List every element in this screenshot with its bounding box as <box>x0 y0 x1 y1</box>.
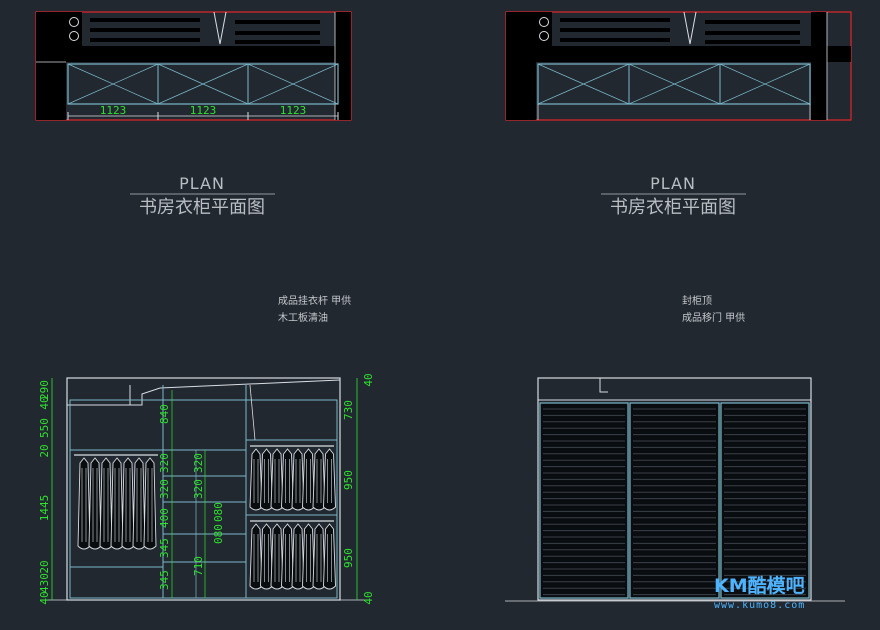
sliding-door-panel <box>539 402 629 599</box>
garment-icon <box>99 457 113 550</box>
garment-icon <box>143 457 157 550</box>
elevation-interior: 290 40 550 20 1445 20 430 40 840 320 320… <box>38 373 375 604</box>
garment-icon <box>110 457 124 550</box>
dim-mid-right-2: 320 <box>192 479 205 499</box>
dim-left-4: 20 <box>38 444 51 457</box>
title-left-en: PLAN <box>179 174 225 193</box>
elevation-doors <box>505 377 845 602</box>
dim-right-5: 40 <box>362 591 375 604</box>
garment-icon <box>88 457 102 550</box>
sliding-doors <box>539 402 810 599</box>
fixture-circle <box>539 17 549 27</box>
fixture-circle <box>69 31 79 41</box>
dim-left-8: 40 <box>38 591 51 604</box>
garment-icon <box>281 448 294 511</box>
garment-icon <box>132 457 146 550</box>
dim-left-2: 40 <box>38 396 51 409</box>
watermark: KM酷模吧 www.kumo8.com <box>714 574 805 611</box>
garment-icon <box>249 523 263 590</box>
garment-icon <box>270 523 284 590</box>
title-right-cn: 书房衣柜平面图 <box>610 197 736 218</box>
dim-left-6: 20 <box>38 560 51 573</box>
fixture-v <box>213 11 227 45</box>
wall-right <box>335 12 351 120</box>
title-left-cn: 书房衣柜平面图 <box>139 197 265 218</box>
garment-icon <box>260 448 273 511</box>
garment-icon <box>270 448 284 511</box>
plan-dim-1: 1123 <box>100 104 127 117</box>
wardrobe-plan <box>67 63 339 105</box>
dim-left-5: 1445 <box>38 495 51 522</box>
plan-view-left: 1123 1123 1123 <box>35 11 352 121</box>
garment-icon <box>323 448 336 511</box>
dim-mid-right-3: 080 <box>212 502 225 522</box>
garment-icon <box>281 523 294 590</box>
dim-mid-right-4: 080 <box>212 524 225 544</box>
garment-icon <box>291 448 305 511</box>
dim-left-1: 290 <box>38 380 51 400</box>
garment-icon <box>249 448 263 511</box>
garments-right-lower <box>249 523 336 590</box>
dim-right-4: 950 <box>342 548 355 568</box>
note-right-1: 封柜顶 <box>682 294 712 307</box>
dim-left-3: 550 <box>38 418 51 438</box>
dim-mid-left-1: 840 <box>158 404 171 424</box>
garments-right-upper <box>249 448 336 511</box>
garment-icon <box>312 448 326 511</box>
sliding-door-panel <box>720 402 810 599</box>
dim-right-2: 730 <box>342 400 355 420</box>
dim-left-7: 430 <box>38 573 51 593</box>
watermark-url: www.kumo8.com <box>714 600 805 611</box>
dim-mid-left-3: 320 <box>158 479 171 499</box>
dim-right-1: 40 <box>362 373 375 386</box>
dim-right-3: 950 <box>342 470 355 490</box>
garments-left <box>77 457 157 550</box>
garment-icon <box>312 523 326 590</box>
fixture-circle <box>69 17 79 27</box>
dim-mid-right-1: 320 <box>192 453 205 473</box>
dim-mid-left-6: 345 <box>158 570 171 590</box>
garment-icon <box>121 457 135 550</box>
title-right: PLAN 书房衣柜平面图 <box>601 174 746 218</box>
note-right-2: 成品移门 甲供 <box>682 311 745 324</box>
watermark-brand: KM酷模吧 <box>714 574 805 597</box>
wall-top <box>36 46 351 62</box>
garment-icon <box>291 523 305 590</box>
fixture-circle <box>539 31 549 41</box>
garment-icon <box>77 457 91 550</box>
plan-dim-2: 1123 <box>190 104 217 117</box>
elevation-outline <box>537 377 812 601</box>
note-left-2: 木工板清油 <box>278 311 328 324</box>
dim-mid-left-2: 320 <box>158 453 171 473</box>
garment-icon <box>302 448 315 511</box>
dim-mid-right-5: 710 <box>192 556 205 576</box>
plan-dim-3: 1123 <box>280 104 307 117</box>
wardrobe-plan <box>537 63 811 105</box>
sliding-door-panel <box>629 402 720 599</box>
garment-icon <box>260 523 273 590</box>
plan-view-right <box>505 11 852 121</box>
note-left-1: 成品挂衣杆 甲供 <box>278 294 351 307</box>
dim-mid-left-5: 345 <box>158 538 171 558</box>
wall-left <box>36 12 66 120</box>
garment-icon <box>302 523 315 590</box>
garment-icon <box>323 523 336 590</box>
title-left: PLAN 书房衣柜平面图 <box>130 174 275 218</box>
dim-mid-left-4: 400 <box>158 508 171 528</box>
title-right-en: PLAN <box>650 174 696 193</box>
